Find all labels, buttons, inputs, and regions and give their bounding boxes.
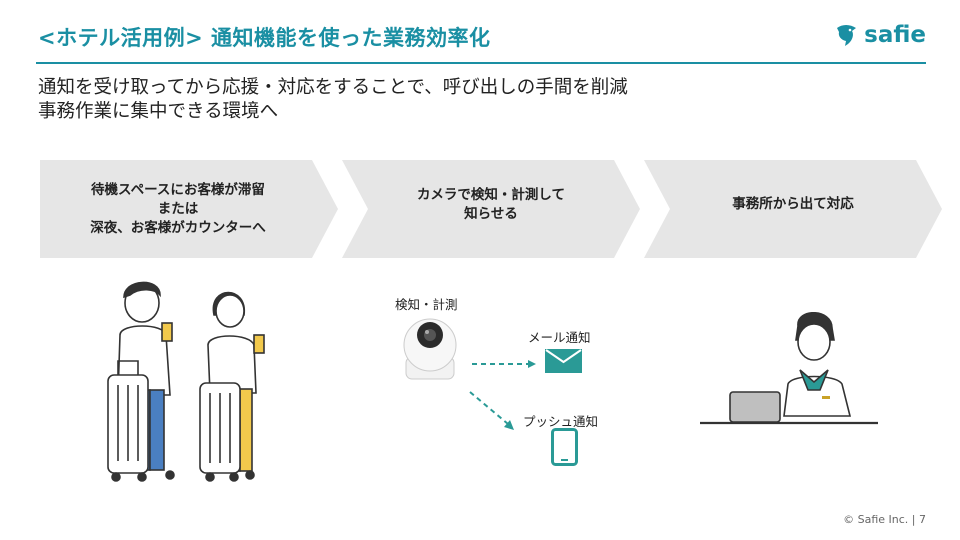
step-2-chevron bbox=[342, 160, 640, 258]
page-number: 7 bbox=[919, 513, 926, 526]
step-3-chevron bbox=[644, 160, 942, 258]
lead-line-1: 通知を受け取ってから応援・対応をすることで、呼び出しの手間を削減 bbox=[38, 77, 628, 98]
safie-logo: safie bbox=[834, 22, 926, 48]
mail-caption: メール通知 bbox=[528, 330, 591, 345]
guests-illustration bbox=[107, 281, 265, 482]
page-title: <ホテル活用例> 通知機能を使った業務効率化 bbox=[38, 26, 491, 50]
header-divider bbox=[36, 62, 926, 64]
footer-separator: | bbox=[911, 513, 919, 526]
smartphone-icon bbox=[551, 428, 578, 466]
camera-caption: 検知・計測 bbox=[395, 297, 458, 312]
lead-line-2: 事務作業に集中できる環境へ bbox=[38, 101, 279, 122]
step-3: 事務所から出て対応 bbox=[644, 160, 942, 258]
camera-icon bbox=[403, 318, 457, 380]
step-2: カメラで検知・計測して 知らせる bbox=[342, 160, 640, 258]
notify-arrows bbox=[469, 360, 536, 430]
woman-figure bbox=[199, 291, 265, 482]
mail-icon bbox=[545, 349, 582, 373]
step-3-label: 事務所から出て対応 bbox=[732, 195, 854, 212]
step-1-label: 待機スペースにお客様が滞留 または 深夜、お客様がカウンターへ bbox=[90, 181, 266, 236]
push-caption: プッシュ通知 bbox=[523, 414, 599, 429]
copyright-text: © Safie Inc. bbox=[843, 513, 909, 526]
staff-illustration bbox=[700, 312, 878, 425]
step-2-label: カメラで検知・計測して 知らせる bbox=[416, 187, 566, 222]
footer: © Safie Inc. | 7 bbox=[843, 513, 926, 526]
man-figure bbox=[107, 281, 175, 482]
lead-text: 通知を受け取ってから応援・対応をすることで、呼び出しの手間を削減 事務作業に集中… bbox=[38, 76, 628, 124]
safie-bird-icon bbox=[837, 25, 857, 46]
step-1: 待機スペースにお客様が滞留 または 深夜、お客様がカウンターへ bbox=[40, 160, 338, 258]
step-1-chevron bbox=[40, 160, 338, 258]
logo-text: safie bbox=[864, 22, 926, 48]
